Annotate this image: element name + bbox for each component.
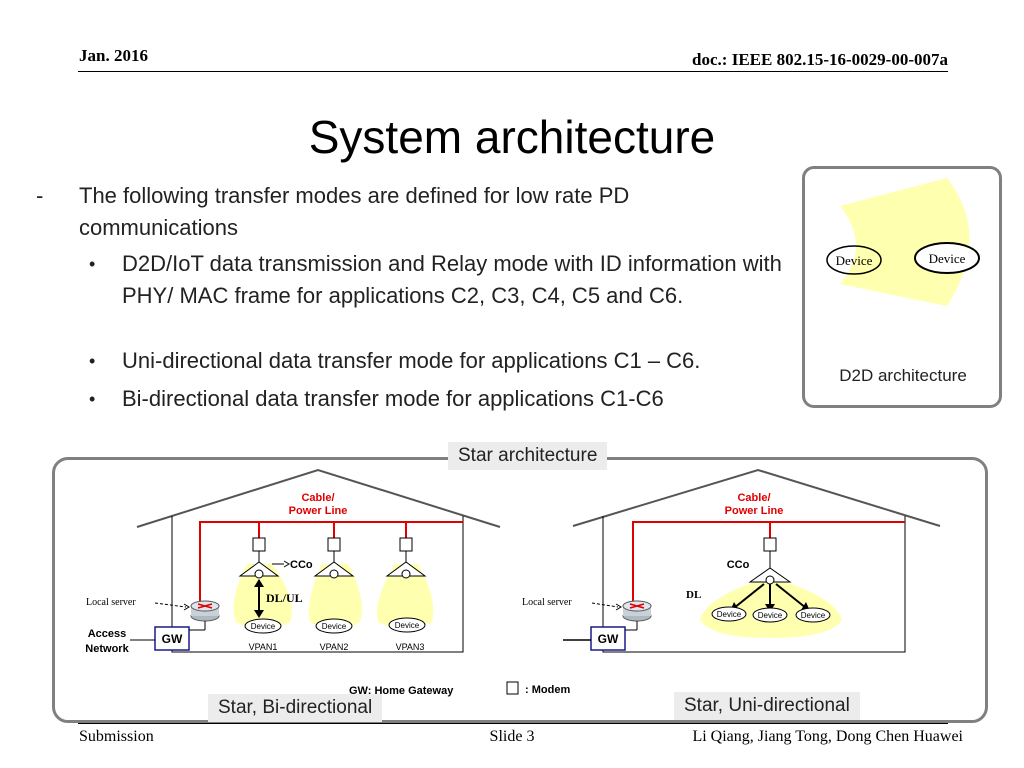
vpan1-light-cone [233, 564, 292, 629]
bullet-dot-3: • [89, 389, 96, 409]
house-left-walls [171, 516, 464, 653]
modem-icon [399, 537, 413, 552]
vpan2-device-node [315, 618, 353, 634]
cco-label-left: CCo [290, 559, 313, 571]
bullet-sub-3: Bi-directional data transfer mode for ap… [122, 386, 664, 411]
local-server-label-right: Local server [522, 597, 572, 608]
uni-device-3-label: Device [801, 611, 826, 620]
vpan1-device-label: Device [251, 622, 276, 631]
network-label: Network [85, 643, 129, 655]
gateway-label-left: GW [162, 632, 183, 646]
bullet-sub-1: D2D/IoT data transmission and Relay mode… [122, 251, 782, 308]
slide-title: System architecture [308, 111, 716, 163]
vpan3-device-label: Device [395, 621, 420, 630]
header-divider [78, 71, 948, 72]
cable-label-right: Cable/ [737, 492, 770, 504]
footer-authors: Li Qiang, Jiang Tong, Dong Chen Huawei [692, 728, 963, 745]
bullet-main: The following transfer modes are defined… [79, 183, 630, 240]
uni-device-1-label: Device [717, 610, 742, 619]
bullet-dot-1: • [89, 254, 96, 274]
d2d-device-2-node [914, 242, 980, 274]
footer-submission: Submission [79, 728, 154, 745]
star-diagram: CCo DL/UL Device Device Device VPAN1 VPA… [85, 468, 941, 697]
house-left: CCo DL/UL Device Device Device VPAN1 VPA… [85, 468, 501, 655]
footer-slide-number: Slide 3 [489, 728, 535, 745]
power-line-label-left: Power Line [289, 505, 348, 517]
house-right-walls [602, 516, 906, 653]
vpan2-device-label: Device [322, 622, 347, 631]
uni-device-3-node [795, 607, 831, 623]
modem-icon [252, 537, 266, 552]
house-right-roof [572, 468, 941, 527]
uni-device-2-label: Device [758, 611, 783, 620]
access-label: Access [88, 628, 127, 640]
arrow-down-icon [254, 610, 264, 618]
bullet-dot-2: • [89, 351, 96, 371]
uni-device-1-node [711, 606, 747, 622]
local-server-label-left: Local server [86, 597, 136, 608]
cable-label-left: Cable/ [301, 492, 334, 504]
power-line-right [632, 521, 905, 620]
dl-label: DL [686, 589, 701, 601]
header-date: Jan. 2016 [79, 46, 148, 65]
d2d-signal-beam [840, 178, 970, 306]
modem-icon [763, 537, 777, 552]
modem-legend: : Modem [525, 684, 570, 696]
dlul-label: DL/UL [266, 591, 303, 605]
vpan3-label: VPAN3 [396, 642, 425, 652]
star-architecture-label: Star architecture [448, 442, 608, 470]
modem-icon [327, 537, 341, 552]
arrow-icon [283, 560, 290, 568]
vpan3-light-cone [377, 564, 434, 629]
bullet-dash: - [36, 183, 44, 208]
modem-legend-icon [506, 681, 519, 695]
vpan1-device-node [244, 618, 282, 634]
d2d-architecture-label: D2D architecture [839, 366, 967, 385]
power-line-left [199, 521, 463, 616]
vpan3-device-node [388, 617, 426, 633]
arrow-up-icon [254, 579, 264, 587]
footer-divider [78, 723, 948, 724]
vpan2-light-cone [308, 564, 362, 629]
cco-label-right: CCo [727, 559, 750, 571]
bullet-sub-2: Uni-directional data transfer mode for a… [122, 348, 701, 373]
gateway-box-left [154, 626, 190, 651]
d2d-device-1-label: Device [836, 253, 873, 268]
d2d-device-2-label: Device [929, 251, 966, 266]
uni-device-2-node [752, 607, 788, 623]
vpan2-label: VPAN2 [320, 642, 349, 652]
gateway-label-right: GW [598, 632, 619, 646]
star-unidirectional-label: Star, Uni-directional [674, 692, 860, 720]
power-line-label-right: Power Line [725, 505, 784, 517]
vpan1-label: VPAN1 [249, 642, 278, 652]
house-right: CCo DL Device Device Device Cable/ Power… [522, 468, 941, 653]
house-left-roof [136, 468, 501, 528]
d2d-diagram: Device Device [826, 178, 980, 306]
star-bidirectional-label: Star, Bi-directional [208, 694, 383, 722]
header-doc-id: doc.: IEEE 802.15-16-0029-00-007a [692, 50, 948, 69]
d2d-device-1-node [826, 245, 882, 275]
gateway-box-right [590, 626, 626, 651]
